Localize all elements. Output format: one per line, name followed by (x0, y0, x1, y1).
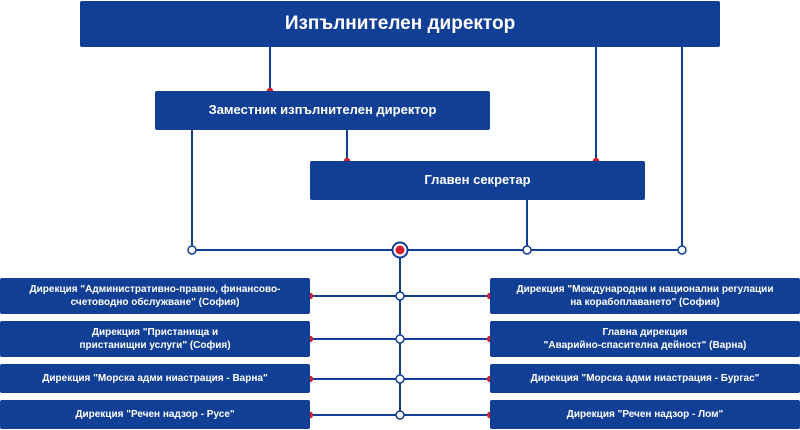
deputy-box[interactable]: Заместник изпълнителен директор (155, 91, 490, 130)
junction-row-1 (395, 291, 405, 301)
dept-ports[interactable]: Дирекция "Пристанища и пристанищни услуг… (0, 321, 310, 357)
junction-deputy (187, 245, 197, 255)
junction-row-4 (395, 410, 405, 420)
ceo-box[interactable]: Изпълнителен директор (80, 1, 720, 47)
dept-river-supervision-lom[interactable]: Дирекция "Речен надзор - Лом" (490, 400, 800, 429)
dept-admin-legal-finance[interactable]: Дирекция "Административно-правно, финанс… (0, 278, 310, 314)
central-hub-dot (395, 245, 405, 255)
junction-row-2 (395, 334, 405, 344)
dept-rescue-operations[interactable]: Главна дирекция "Аварийно-спасителна дей… (490, 321, 800, 357)
secretary-box[interactable]: Главен секретар (310, 161, 645, 200)
dept-river-supervision-ruse[interactable]: Дирекция "Речен надзор - Русе" (0, 400, 310, 429)
dept-maritime-admin-varna[interactable]: Дирекция "Морска адми ниастрация - Варна… (0, 364, 310, 393)
junction-row-3 (395, 374, 405, 384)
junction-ceo-right (677, 245, 687, 255)
junction-secretary (522, 245, 532, 255)
dept-maritime-admin-burgas[interactable]: Дирекция "Морска адми ниастрация - Бурга… (490, 364, 800, 393)
dept-shipping-regulations[interactable]: Дирекция "Международни и национални регу… (490, 278, 800, 314)
